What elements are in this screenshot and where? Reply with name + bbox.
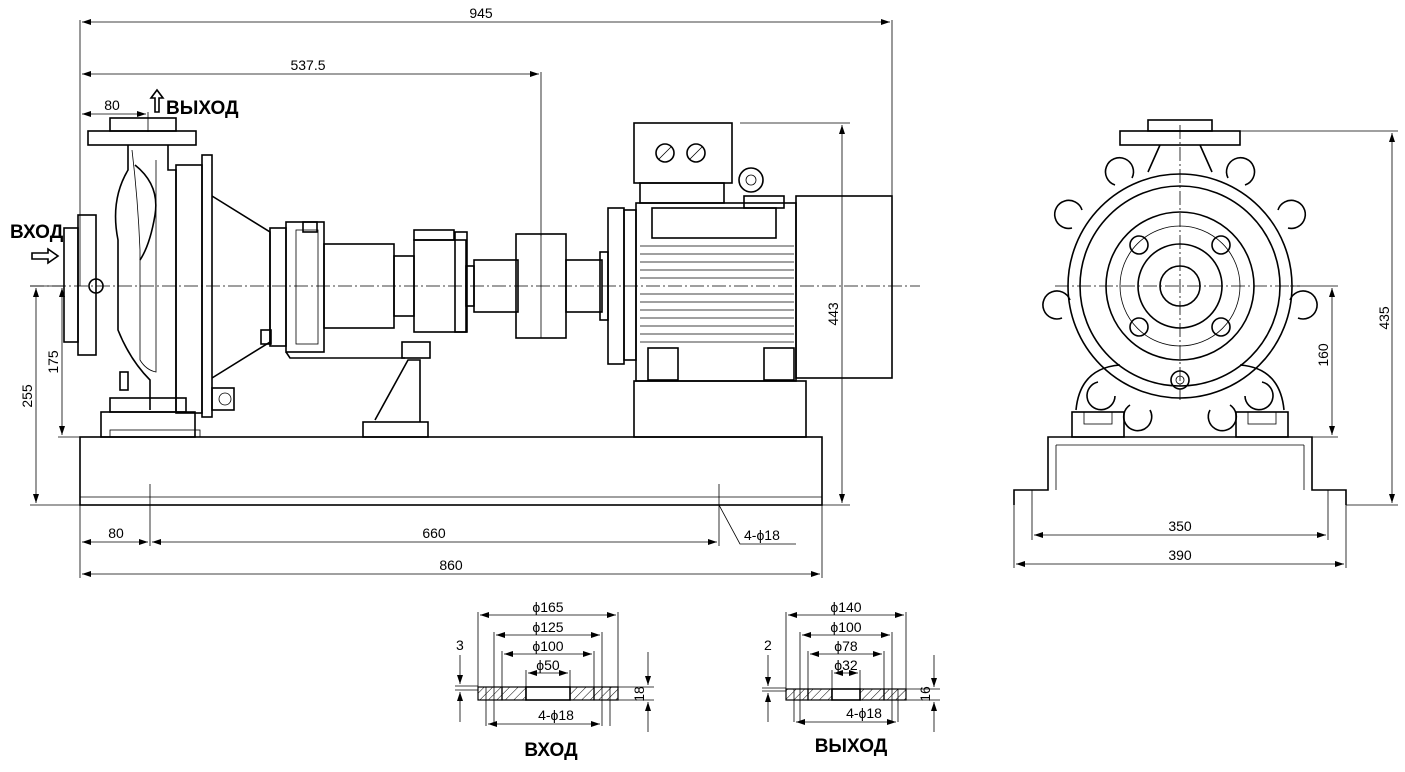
outlet-dim-holes: 4-ϕ18 bbox=[846, 705, 882, 721]
dim-end-height: 435 bbox=[1376, 306, 1392, 330]
dim-side-holes: 4-ϕ18 bbox=[744, 527, 780, 543]
inlet-flange-detail: ϕ165 ϕ125 ϕ100 ϕ50 18 3 4-ϕ18 ВХОД bbox=[455, 599, 654, 761]
end-view-casing bbox=[1042, 119, 1318, 438]
dim-end-outer-width: 390 bbox=[1168, 547, 1192, 563]
inlet-dim-thickness: 18 bbox=[631, 686, 647, 702]
inlet-dim-d2: ϕ125 bbox=[532, 619, 563, 635]
side-view: 945 537.5 80 443 175 255 80 bbox=[10, 5, 920, 578]
dim-overall-length: 945 bbox=[469, 5, 493, 21]
outlet-dim-d2: ϕ100 bbox=[830, 619, 861, 635]
outlet-label: ВЫХОД bbox=[166, 98, 239, 119]
inlet-dim-d3: ϕ100 bbox=[532, 638, 563, 654]
outlet-flange-title: ВЫХОД bbox=[815, 736, 888, 757]
dim-motor-height: 443 bbox=[825, 302, 841, 326]
dim-outlet-offset: 80 bbox=[104, 97, 120, 113]
inlet-dim-step: 3 bbox=[456, 637, 464, 653]
outlet-dim-d3: ϕ78 bbox=[834, 638, 858, 654]
flow-labels: ВЫХОД ВХОД bbox=[10, 88, 239, 265]
dim-end-flange-height: 160 bbox=[1315, 343, 1331, 367]
dim-coupling-distance: 537.5 bbox=[290, 57, 325, 73]
pump-volute bbox=[63, 117, 235, 438]
outlet-dim-step: 2 bbox=[764, 637, 772, 653]
end-view-dimensions: 435 160 350 390 bbox=[1013, 130, 1398, 568]
base-frame bbox=[79, 436, 823, 506]
inlet-label: ВХОД bbox=[10, 222, 64, 243]
dim-end-inner-width: 350 bbox=[1168, 518, 1192, 534]
inlet-dim-holes: 4-ϕ18 bbox=[538, 707, 574, 723]
inlet-dim-d1: ϕ165 bbox=[532, 599, 563, 615]
dim-foot-span: 660 bbox=[422, 525, 446, 541]
bearing-bracket bbox=[109, 195, 475, 438]
side-view-dimensions: 945 537.5 80 443 175 255 80 bbox=[19, 5, 893, 578]
outlet-flange-detail: ϕ140 ϕ100 ϕ78 ϕ32 16 2 4-ϕ18 ВЫХОД bbox=[762, 599, 940, 757]
inlet-flange-title: ВХОД bbox=[524, 740, 578, 761]
end-view-base bbox=[1013, 436, 1347, 505]
end-view: 435 160 350 390 bbox=[1013, 119, 1398, 568]
dim-foot-left: 80 bbox=[108, 525, 124, 541]
outlet-dim-d4: ϕ32 bbox=[834, 657, 858, 673]
outlet-dim-d1: ϕ140 bbox=[830, 599, 861, 615]
inlet-dim-d4: ϕ50 bbox=[536, 657, 560, 673]
dim-shaft-height-total: 255 bbox=[19, 384, 35, 408]
dim-base-length: 860 bbox=[439, 557, 463, 573]
electric-motor bbox=[607, 122, 893, 438]
outlet-dim-thickness: 16 bbox=[917, 686, 933, 702]
dim-shaft-height-base: 175 bbox=[45, 350, 61, 374]
